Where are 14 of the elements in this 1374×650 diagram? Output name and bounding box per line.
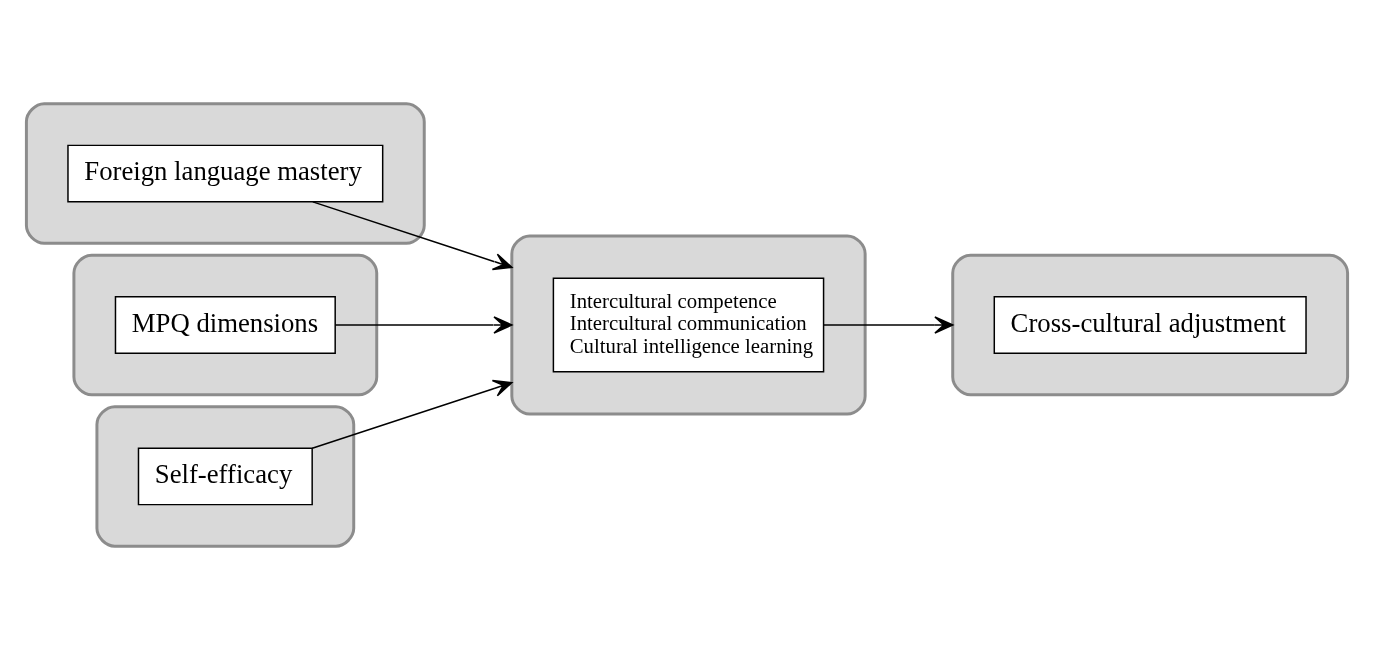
node-box: Foreign language mastery <box>67 144 384 203</box>
cluster <box>951 253 1350 397</box>
cluster <box>510 234 867 416</box>
cluster <box>95 405 356 548</box>
node-box: Cross-cultural adjustment <box>993 296 1307 354</box>
cluster <box>24 102 426 245</box>
node-box: Intercultural competence Intercultural communication Cultural intelligence learning <box>552 277 825 373</box>
arrow <box>334 316 513 334</box>
node-box: MPQ dimensions <box>114 296 336 354</box>
node-box: Self-efficacy <box>137 447 313 506</box>
arrow <box>311 379 513 450</box>
cluster <box>72 253 379 397</box>
arrow <box>823 316 954 334</box>
arrow <box>312 201 513 271</box>
